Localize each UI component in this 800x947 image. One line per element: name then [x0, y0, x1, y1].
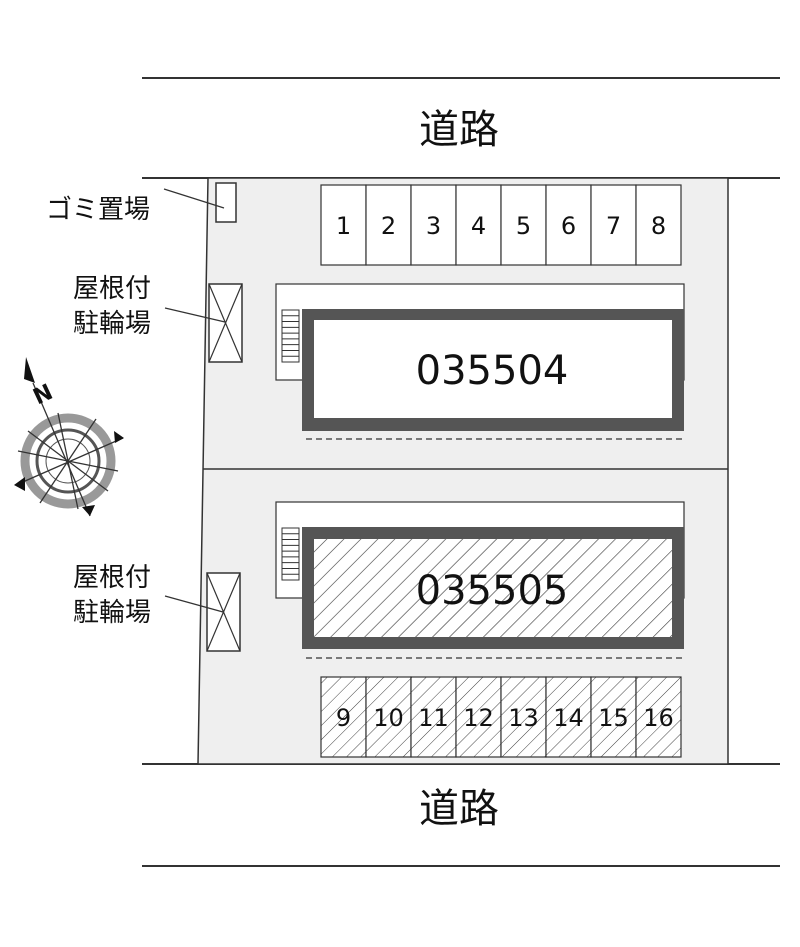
bike-shelter-bottom	[206, 572, 241, 652]
parking-bottom-number: 13	[508, 704, 539, 732]
parking-bottom-space	[635, 676, 682, 758]
parking-top-number: 2	[381, 212, 396, 240]
parking-bottom-number: 10	[373, 704, 404, 732]
garbage-area-box	[215, 182, 237, 223]
parking-bottom-space	[500, 676, 547, 758]
stairs-outline	[281, 527, 300, 581]
parking-top-space	[320, 184, 367, 266]
building-south-label: 035505	[416, 568, 569, 614]
parking-bottom-number: 11	[418, 704, 449, 732]
parking-top-number: 5	[516, 212, 531, 240]
parking-bottom-number: 12	[463, 704, 494, 732]
parking-top-number: 4	[471, 212, 486, 240]
parking-bottom-space	[590, 676, 637, 758]
parking-bottom-number: 16	[643, 704, 674, 732]
parking-top-row: 1 2 3 4 5 6 7 8	[320, 184, 682, 266]
stairs-south	[281, 527, 300, 581]
bike-top-label-line1: 屋根付	[73, 274, 151, 304]
parking-bottom-number: 15	[598, 704, 629, 732]
garbage-callout-line	[163, 188, 225, 209]
lot-area	[197, 177, 729, 765]
bike-bottom-label-line1: 屋根付	[73, 563, 151, 593]
parking-bottom-number: 9	[336, 704, 351, 732]
bike-bottom-label-line2: 駐輪場	[73, 598, 151, 628]
parking-bottom-space	[320, 676, 367, 758]
bike-top-callout-line	[164, 307, 226, 323]
parking-bottom-space	[410, 676, 457, 758]
bike-bottom-callout-line	[164, 595, 224, 613]
compass-rose-icon: N	[14, 357, 124, 517]
parking-top-space	[455, 184, 502, 266]
building-south: 035505	[275, 501, 685, 659]
parking-bottom-number: 14	[553, 704, 584, 732]
building-north: 035504	[275, 283, 685, 440]
road-top-label: 道路	[419, 107, 499, 153]
parking-top-number: 1	[336, 212, 351, 240]
parking-bottom-space	[455, 676, 502, 758]
parking-bottom-row: 9 10 11 12 13 14 15 16	[320, 676, 682, 758]
building-north-body	[314, 320, 672, 418]
parking-top-number: 7	[606, 212, 621, 240]
parking-top-space	[635, 184, 682, 266]
parking-top-space	[410, 184, 457, 266]
parking-bottom-space	[545, 676, 592, 758]
building-south-body	[314, 539, 672, 637]
building-north-label: 035504	[416, 348, 569, 394]
parking-top-number: 8	[651, 212, 666, 240]
road-bottom-label: 道路	[419, 786, 499, 832]
stairs-north	[281, 309, 300, 363]
parking-top-space	[500, 184, 547, 266]
parking-bottom-space	[365, 676, 412, 758]
parking-top-number: 6	[561, 212, 576, 240]
parking-top-space	[365, 184, 412, 266]
parking-top-space	[590, 184, 637, 266]
bike-shelter-top	[208, 283, 243, 363]
garbage-area-label: ゴミ置場	[46, 195, 150, 225]
parking-top-number: 3	[426, 212, 441, 240]
stairs-outline	[281, 309, 300, 363]
bike-top-label-line2: 駐輪場	[73, 309, 151, 339]
